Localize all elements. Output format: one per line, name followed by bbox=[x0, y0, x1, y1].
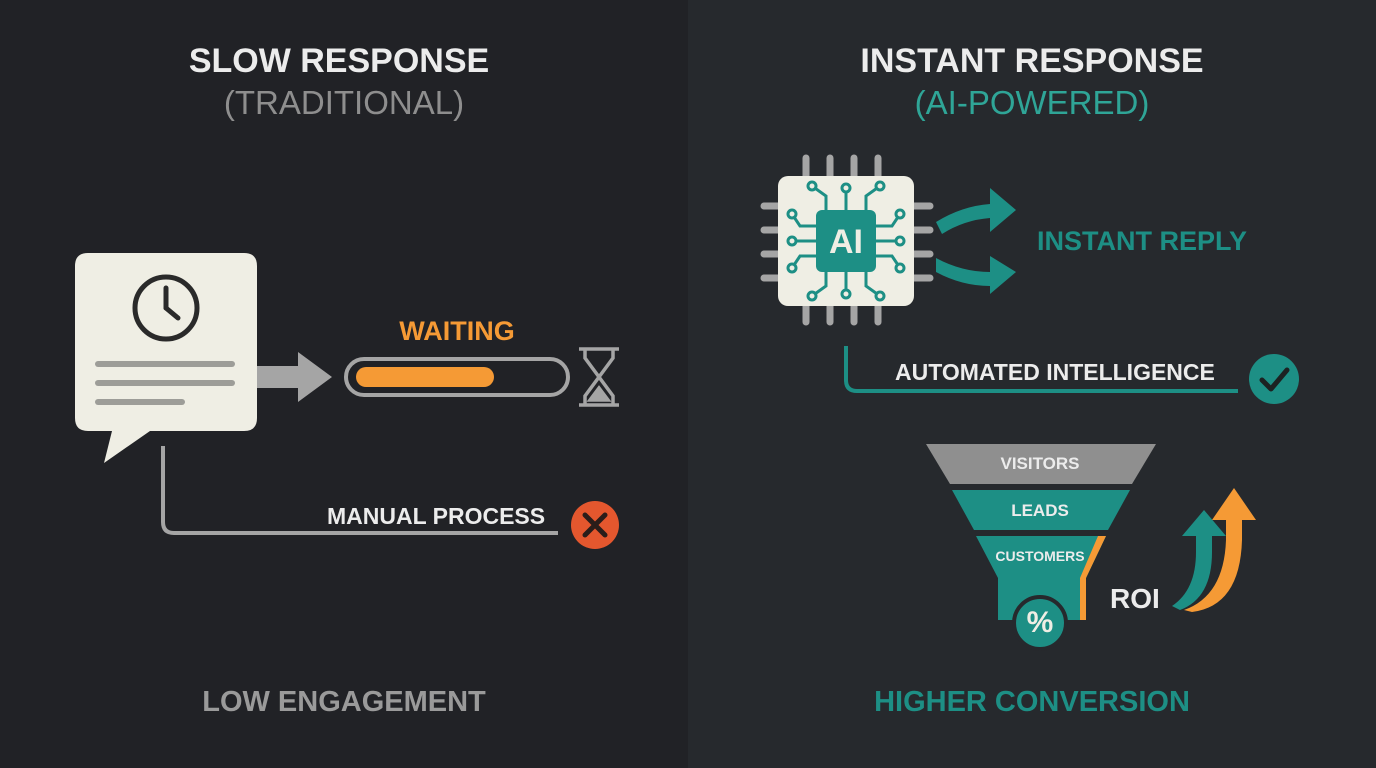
growth-arrow-icon bbox=[1172, 488, 1256, 612]
funnel-stage-visitors bbox=[926, 444, 1156, 484]
ai-chip-label: AI bbox=[829, 223, 863, 261]
percent-icon: % bbox=[1026, 606, 1054, 639]
roi-label: ROI bbox=[1110, 583, 1160, 614]
funnel-stage-customers bbox=[976, 536, 1106, 620]
chat-card bbox=[75, 253, 257, 463]
automation-connector bbox=[844, 346, 1238, 393]
right-title: INSTANT RESPONSE bbox=[860, 42, 1204, 80]
waiting-label: WAITING bbox=[399, 316, 515, 346]
left-subtitle: (TRADITIONAL) bbox=[223, 84, 465, 121]
automated-intelligence-label: AUTOMATED INTELLIGENCE bbox=[895, 359, 1215, 385]
ai-chip-icon bbox=[760, 154, 934, 326]
funnel-label-visitors: VISITORS bbox=[1000, 454, 1080, 473]
funnel-label-customers: CUSTOMERS bbox=[995, 548, 1085, 564]
clock-icon bbox=[132, 274, 200, 342]
conversion-funnel bbox=[926, 444, 1156, 651]
funnel-label-leads: LEADS bbox=[1011, 501, 1069, 520]
waiting-progress-bar bbox=[344, 357, 570, 397]
manual-process-label: MANUAL PROCESS bbox=[327, 503, 546, 529]
manual-process-connector bbox=[161, 446, 558, 535]
check-icon bbox=[1249, 354, 1299, 404]
left-footer: LOW ENGAGEMENT bbox=[202, 686, 486, 718]
instant-reply-label: INSTANT REPLY bbox=[1037, 226, 1248, 256]
close-icon bbox=[571, 501, 619, 549]
reply-arrow-top bbox=[936, 188, 1016, 234]
reply-arrow-bottom bbox=[936, 256, 1016, 294]
funnel-stage-leads bbox=[952, 490, 1130, 530]
arrow-right-icon bbox=[257, 352, 332, 402]
hourglass-icon bbox=[579, 347, 619, 407]
right-subtitle: (AI-POWERED) bbox=[914, 84, 1150, 121]
left-title: SLOW RESPONSE bbox=[188, 42, 490, 80]
right-footer: HIGHER CONVERSION bbox=[874, 686, 1190, 718]
